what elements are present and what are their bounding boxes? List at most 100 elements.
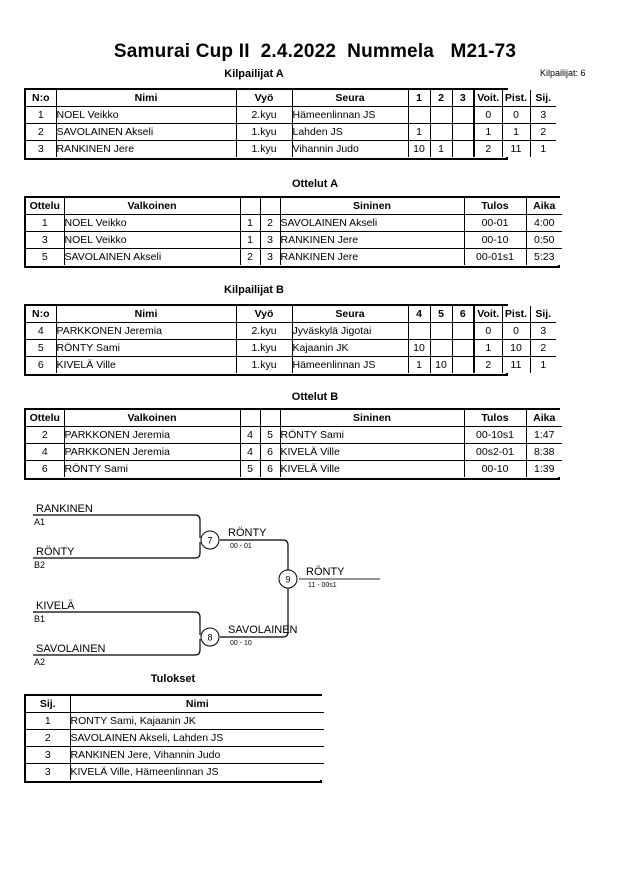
cell-blue-no: 3 <box>259 231 281 249</box>
cell-rank: 1 <box>529 140 556 157</box>
table-header-row: N:o Nimi Vyö Seura 1 2 3 Voit. Pist. Sij… <box>26 90 556 107</box>
cell-club: Kajaanin JK <box>291 339 409 357</box>
cell-rank: 1 <box>529 356 556 373</box>
col-result: Tulos <box>463 198 527 215</box>
cell-result: 00s2-01 <box>463 443 527 461</box>
table-row: 2 SAVOLAINEN Akseli 1.kyu Lahden JS 1 1 … <box>26 123 556 141</box>
cell-name: SAVOLAINEN Akseli, Lahden JS <box>69 729 324 747</box>
cell-match-2: 1 <box>429 140 453 157</box>
cell-name: RONTY Sami, Kajaanin JK <box>69 712 324 730</box>
cell-match: 1 <box>26 214 65 232</box>
cell-time: 8:38 <box>525 443 562 461</box>
knockout-bracket: RANKINEN A1 RÖNTY B2 KIVELÄ B1 SAVOLAINE… <box>0 495 630 675</box>
page-title: Samurai Cup II 2.4.2022 Nummela M21-73 <box>113 41 517 62</box>
cell-blue-no: 3 <box>259 248 281 265</box>
bracket-match-number: 7 <box>207 536 212 546</box>
bracket-semifinal-score: 00 - 10 <box>230 640 252 647</box>
col-result: Tulos <box>463 410 527 427</box>
cell-rank: 3 <box>529 106 556 124</box>
col-club: Seura <box>291 90 409 107</box>
cell-match: 4 <box>26 443 65 461</box>
cell-no: 4 <box>26 322 57 340</box>
table-header-row: Sij. Nimi <box>26 696 324 713</box>
cell-result: 00-10 <box>463 460 527 477</box>
cell-wins: 2 <box>473 356 503 373</box>
col-match-1: 1 <box>407 90 431 107</box>
cell-white: SAVOLAINEN Akseli <box>63 248 241 265</box>
col-rank: Sij. <box>529 90 556 107</box>
matches-b-table: Ottelu Valkoinen Sininen Tulos Aika 2 PA… <box>24 408 562 480</box>
bracket-match-node-7 <box>200 530 220 550</box>
table-row: 2 SAVOLAINEN Akseli, Lahden JS <box>26 729 324 747</box>
cell-wins: 1 <box>473 123 503 141</box>
cell-match: 2 <box>26 426 65 444</box>
cell-club: Hämeenlinnan JS <box>291 106 409 124</box>
cell-blue-no: 2 <box>259 214 281 232</box>
col-white-no <box>239 410 261 427</box>
col-time: Aika <box>525 198 562 215</box>
cell-no: 6 <box>26 356 57 373</box>
col-points: Pist. <box>501 306 531 323</box>
cell-time: 5:23 <box>525 248 562 265</box>
cell-match-6 <box>451 356 475 373</box>
col-name: Nimi <box>69 696 324 713</box>
cell-no: 5 <box>26 339 57 357</box>
cell-result: 00-10s1 <box>463 426 527 444</box>
cell-time: 4:00 <box>525 214 562 232</box>
bracket-match-node-8 <box>200 627 220 647</box>
bracket-entry-seed: B2 <box>34 560 45 570</box>
table-row: 1 RONTY Sami, Kajaanin JK <box>26 712 324 730</box>
cell-belt: 1.kyu <box>235 123 293 141</box>
cell-time: 1:39 <box>525 460 562 477</box>
table-header-row: N:o Nimi Vyö Seura 4 5 6 Voit. Pist. Sij… <box>26 306 556 323</box>
col-rank: Sij. <box>26 696 71 713</box>
bracket-match-node-9 <box>278 569 298 589</box>
col-time: Aika <box>525 410 562 427</box>
cell-blue: RÖNTY Sami <box>279 426 465 444</box>
cell-no: 1 <box>26 106 57 124</box>
table-row: 3 KIVELÄ Ville, Hämeenlinnan JS <box>26 763 324 780</box>
cell-white: NOEL Veikko <box>63 214 241 232</box>
cell-match-5 <box>429 339 453 357</box>
cell-white-no: 1 <box>239 231 261 249</box>
col-blue: Sininen <box>279 198 465 215</box>
cell-points: 10 <box>501 339 531 357</box>
cell-points: 0 <box>501 322 531 340</box>
cell-name: KIVELÄ Ville, Hämeenlinnan JS <box>69 763 324 780</box>
cell-match-4 <box>407 322 431 340</box>
cell-points: 1 <box>501 123 531 141</box>
col-no: N:o <box>26 90 57 107</box>
col-white-no <box>239 198 261 215</box>
bracket-entry-seed: A1 <box>34 517 45 527</box>
cell-no: 3 <box>26 140 57 157</box>
cell-rank: 2 <box>26 729 71 747</box>
table-row: 6 KIVELÄ Ville 1.kyu Hämeenlinnan JS 1 1… <box>26 356 556 373</box>
cell-points: 11 <box>501 356 531 373</box>
table-row: 3 NOEL Veikko 1 3 RANKINEN Jere 00-10 0:… <box>26 231 562 249</box>
matches-b-caption: Ottelut B <box>291 391 339 403</box>
table-row: 1 NOEL Veikko 1 2 SAVOLAINEN Akseli 00-0… <box>26 214 562 232</box>
cell-match-1 <box>407 106 431 124</box>
cell-club: Vihannin Judo <box>291 140 409 157</box>
cell-blue: KIVELÄ Ville <box>279 460 465 477</box>
cell-match: 6 <box>26 460 65 477</box>
cell-name: RÖNTY Sami <box>55 339 237 357</box>
table-row: 6 RÖNTY Sami 5 6 KIVELÄ Ville 00-10 1:39 <box>26 460 562 477</box>
cell-rank: 3 <box>26 746 71 764</box>
bracket-entry-name: KIVELÄ <box>36 600 75 612</box>
cell-match: 3 <box>26 231 65 249</box>
cell-match-3 <box>451 106 475 124</box>
bracket-semifinal-score: 00 - 01 <box>230 543 252 550</box>
cell-blue: RANKINEN Jere <box>279 248 465 265</box>
cell-rank: 3 <box>26 763 71 780</box>
bracket-match-number: 9 <box>285 575 290 585</box>
cell-white-no: 1 <box>239 214 261 232</box>
col-blue-no <box>259 410 281 427</box>
cell-belt: 1.kyu <box>235 356 293 373</box>
cell-blue: RANKINEN Jere <box>279 231 465 249</box>
cell-white: NOEL Veikko <box>63 231 241 249</box>
table-row: 3 RANKINEN Jere, Vihannin Judo <box>26 746 324 764</box>
cell-belt: 1.kyu <box>235 140 293 157</box>
table-row: 5 SAVOLAINEN Akseli 2 3 RANKINEN Jere 00… <box>26 248 562 265</box>
